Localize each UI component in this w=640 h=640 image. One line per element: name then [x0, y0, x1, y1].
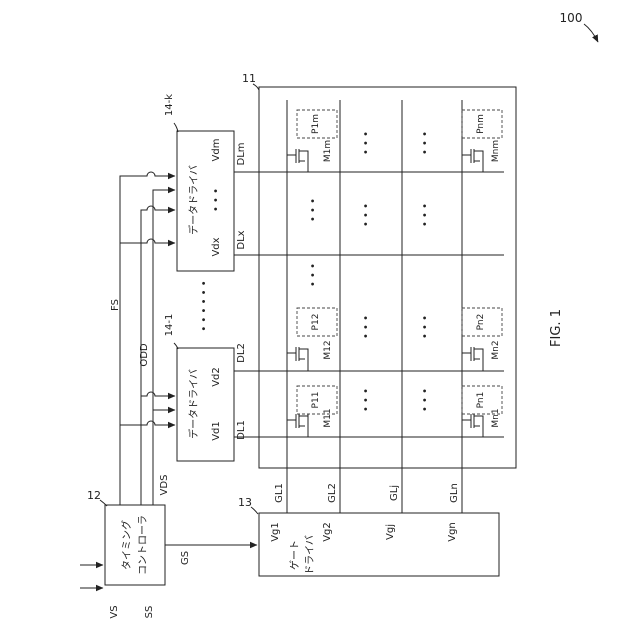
data-driver-1-ref-leader	[174, 343, 178, 349]
controller-label-line1: タイミング	[120, 520, 133, 570]
controller-label-line2: コントローラ	[137, 515, 149, 575]
svg-text:• • •: • • •	[420, 388, 431, 412]
controller-ref: 12	[87, 489, 101, 502]
svg-text:• • •: • • •	[420, 131, 431, 155]
gate-output-2: Vg2	[322, 522, 333, 542]
data-driver-dots: • • •	[211, 188, 222, 212]
data-driver-1-out1: Vd1	[211, 421, 222, 441]
svg-text:• • •: • • •	[361, 315, 372, 339]
data-line-2: DL2	[236, 343, 247, 363]
panel-ellipses: • • • • • • • • • • • • • • • • • • • • …	[308, 131, 431, 412]
panel-ref: 11	[242, 72, 256, 85]
gate-line-2: GL2	[327, 483, 338, 503]
transistor-mn2: Mn2	[491, 340, 501, 359]
gate-driver-ref: 13	[238, 496, 252, 509]
input-vs: VS	[109, 605, 120, 618]
figure-caption: FIG. 1	[549, 309, 564, 347]
gate-line-1: GL1	[274, 483, 285, 503]
signal-vds: VDS	[159, 475, 170, 496]
svg-text:• • •: • • •	[361, 203, 372, 227]
signal-lines	[80, 172, 257, 588]
transistor-m1m: M1m	[323, 140, 333, 162]
transistor-mn1: Mn1	[491, 408, 501, 427]
data-line-1: DL1	[236, 420, 247, 440]
signal-fs: FS	[110, 299, 121, 311]
data-driver-1-title: データドライバ	[187, 369, 200, 439]
svg-text:• • •: • • •	[308, 198, 319, 222]
data-driver-k-out1: Vdx	[211, 237, 222, 256]
figure-number-arrow	[584, 24, 598, 42]
svg-text:• • •: • • •	[361, 388, 372, 412]
gate-lines	[287, 100, 462, 513]
gate-output-n: Vgn	[447, 522, 458, 542]
pixel-pnm: Pnm	[476, 114, 486, 134]
data-driver-1-ref: 14-1	[164, 314, 175, 337]
panel-ref-leader	[253, 84, 259, 90]
pixel-pn1: Pn1	[476, 392, 486, 409]
signal-odd: ODD	[139, 343, 150, 367]
data-driver-k-ref-leader	[174, 123, 178, 132]
transistor-m11: M11	[323, 408, 333, 427]
figure-number: 100	[560, 11, 583, 25]
signal-gs: GS	[180, 551, 191, 565]
input-ss: SS	[144, 606, 155, 619]
svg-text:• • •: • • •	[308, 263, 319, 287]
gate-line-n: GLn	[449, 483, 460, 503]
data-driver-k	[177, 131, 234, 271]
data-line-x: DLx	[236, 230, 247, 249]
gate-driver-label-line2: ドライバ	[304, 535, 316, 575]
svg-text:• • •: • • •	[361, 131, 372, 155]
gate-output-j: Vgj	[385, 524, 396, 540]
transistor-m12: M12	[323, 340, 333, 359]
timing-controller	[105, 505, 165, 585]
gate-output-1: Vg1	[270, 522, 281, 542]
pixel-p11: P11	[311, 392, 321, 409]
gate-driver-label-line1: ゲート	[289, 540, 301, 570]
pixel-p12: P12	[311, 314, 321, 331]
data-driver-k-title: データドライバ	[187, 165, 200, 235]
svg-text:• • •: • • •	[420, 203, 431, 227]
data-driver-1	[177, 348, 234, 461]
data-driver-k-out2: Vdm	[211, 139, 222, 162]
gate-driver-ref-leader	[251, 507, 258, 514]
pixel-p1m: P1m	[311, 114, 321, 134]
display-panel	[259, 87, 516, 468]
controller-ref-leader	[100, 500, 107, 506]
transistor-mnm: Mnm	[491, 140, 501, 162]
gate-line-j: GLj	[389, 485, 400, 501]
data-line-m: DLm	[236, 142, 247, 165]
driver-separator-dots: • • • • • •	[199, 280, 210, 331]
svg-text:• • •: • • •	[420, 315, 431, 339]
data-driver-k-ref: 14-k	[164, 94, 175, 116]
data-driver-1-out2: Vd2	[211, 367, 222, 387]
pixel-pn2: Pn2	[476, 314, 486, 331]
